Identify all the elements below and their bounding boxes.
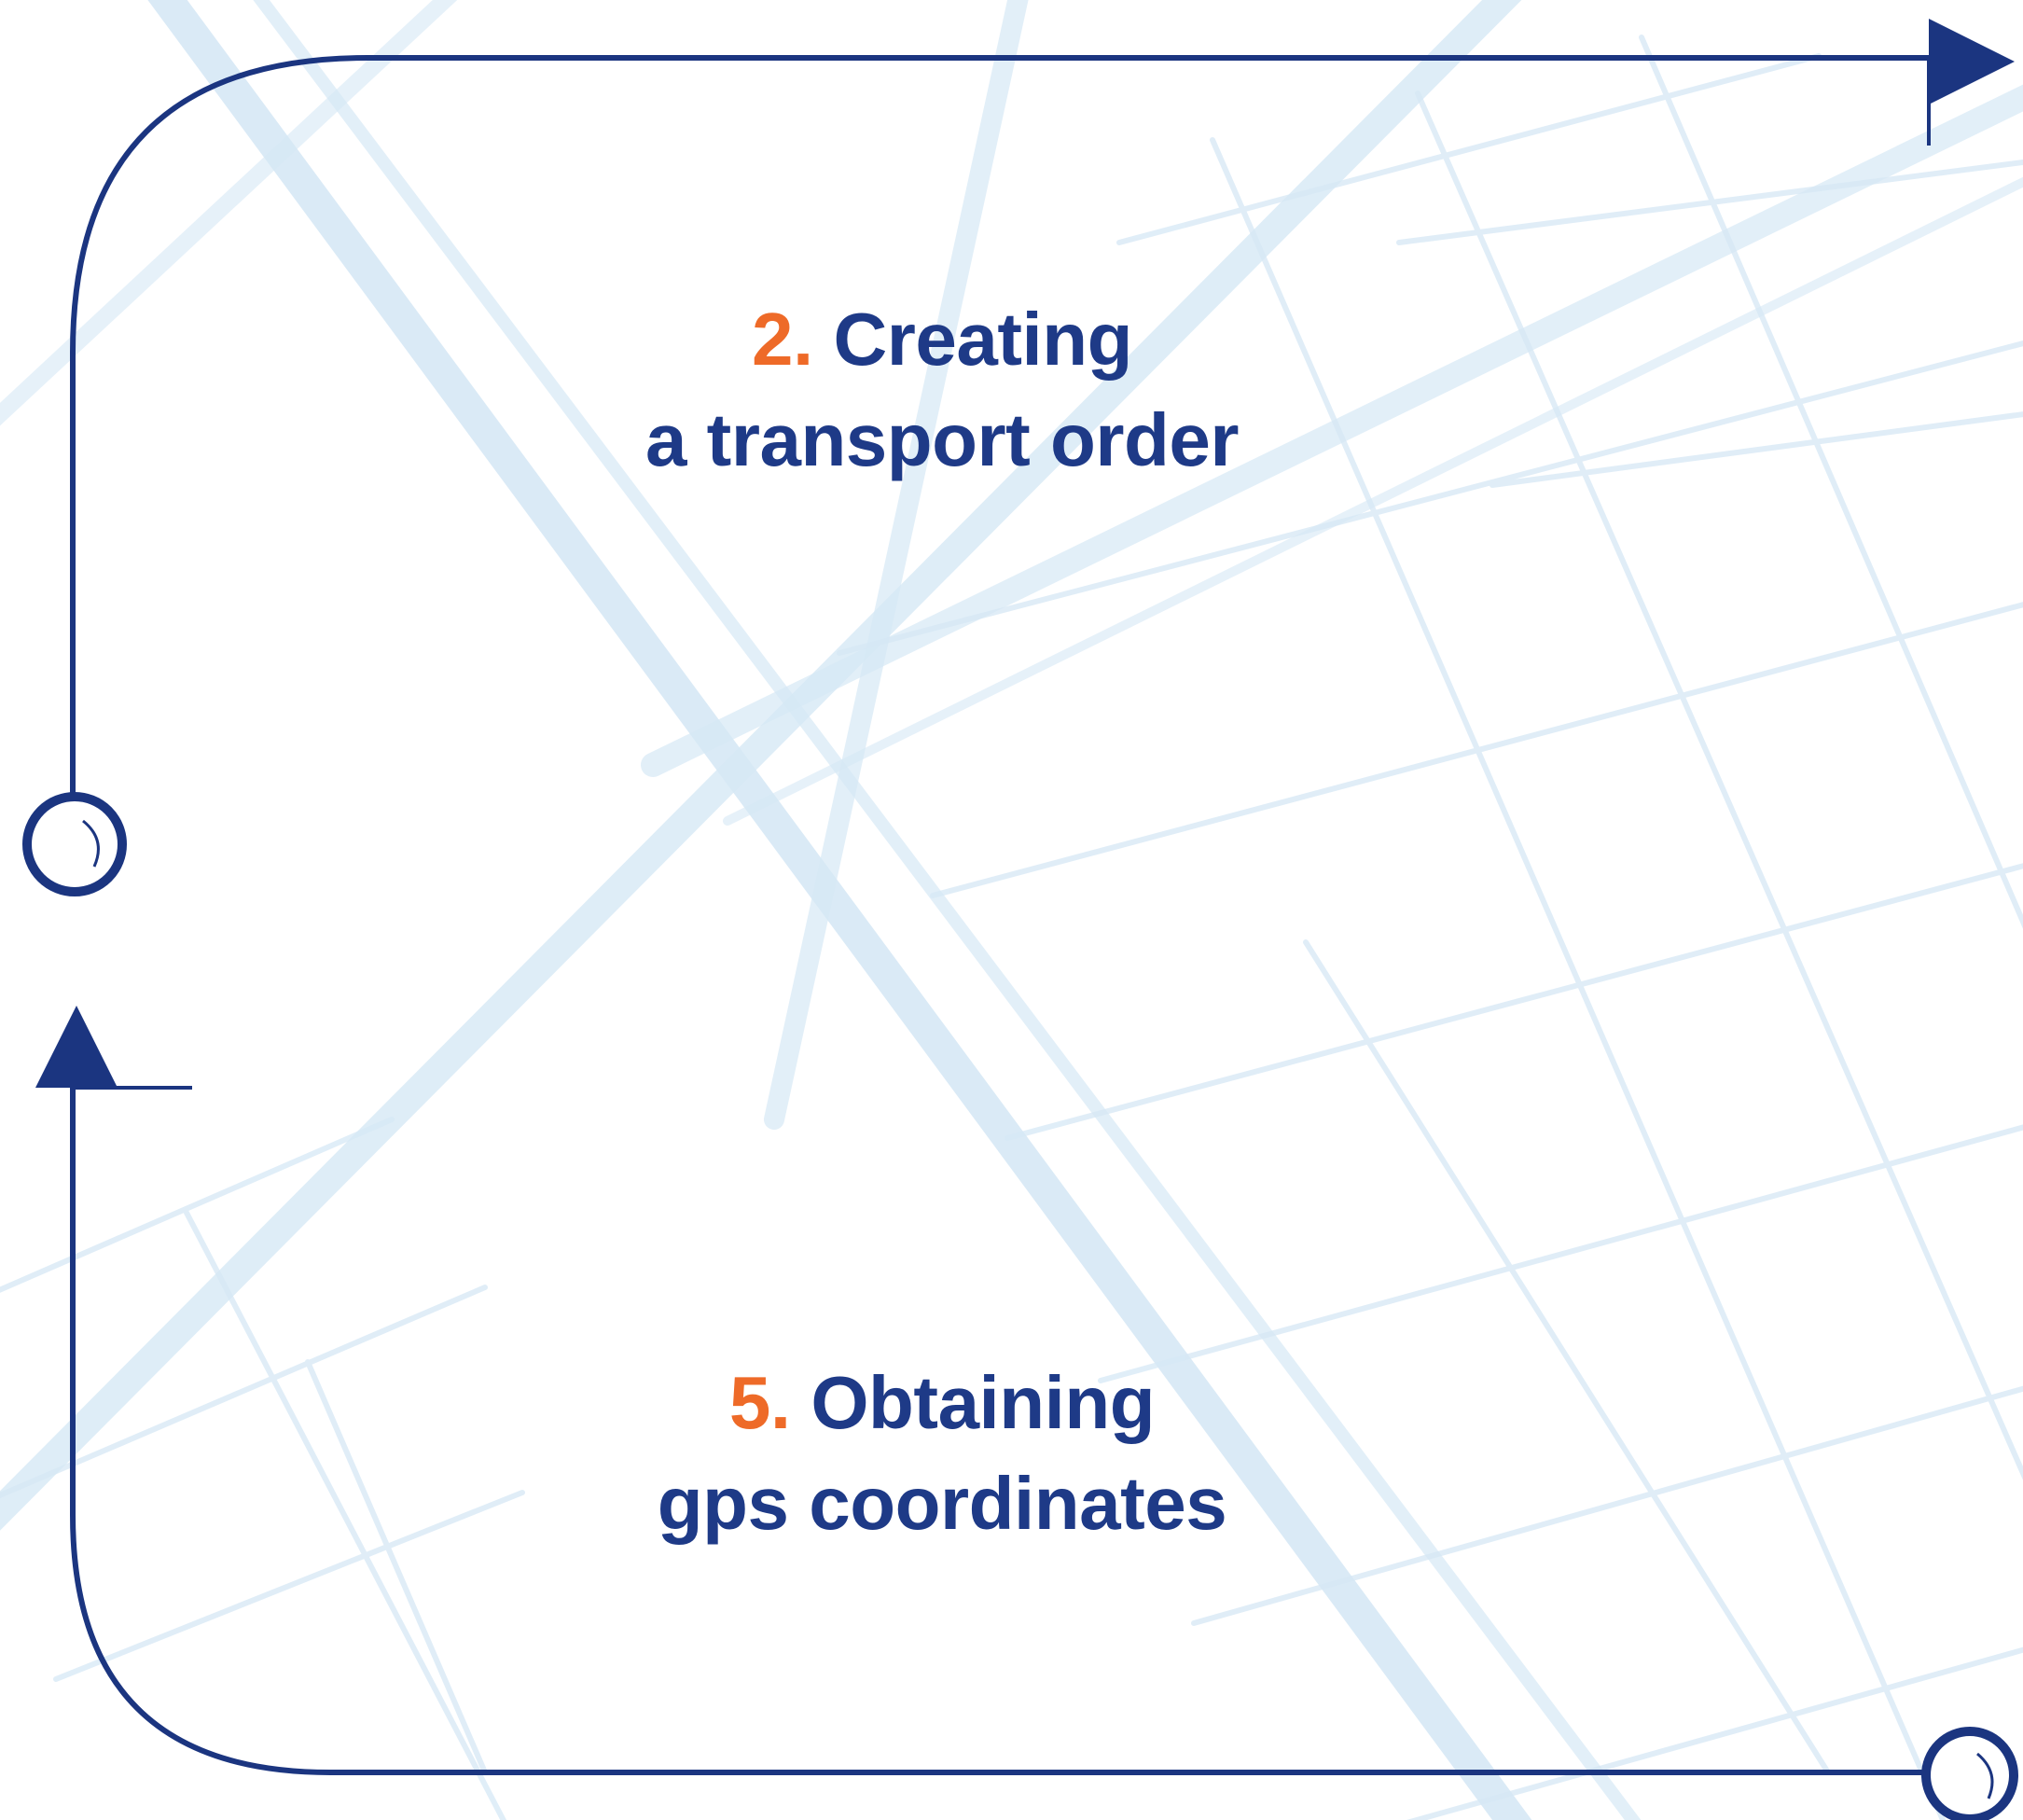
arrow-up-icon bbox=[35, 1006, 192, 1090]
step-title: Creating bbox=[833, 298, 1132, 381]
bottom-path-line bbox=[70, 1075, 1924, 1775]
step-number: 5. bbox=[728, 1361, 791, 1444]
step-title-line: 2. Creating bbox=[0, 289, 1884, 390]
top-path-line bbox=[70, 55, 1952, 796]
node-circle-icon bbox=[1921, 1727, 2018, 1820]
step-subtitle: gps coordinates bbox=[657, 1462, 1227, 1545]
step-subtitle: a transport order bbox=[644, 398, 1240, 481]
step-title-line: 5. Obtaining bbox=[0, 1353, 1884, 1453]
node-circle-icon bbox=[22, 792, 127, 896]
step-label: 5. Obtaining gps coordinates bbox=[0, 1353, 1884, 1554]
step-label: 2. Creating a transport order bbox=[0, 289, 1884, 491]
step-title: Obtaining bbox=[811, 1361, 1156, 1444]
step-number: 2. bbox=[752, 298, 813, 381]
arrow-right-icon bbox=[1927, 19, 2015, 146]
